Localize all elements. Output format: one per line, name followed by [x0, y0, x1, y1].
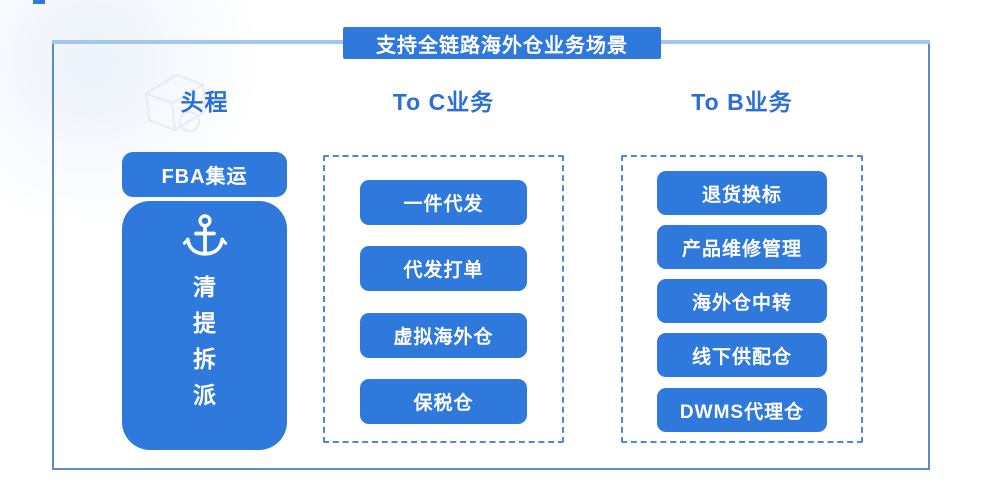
decorative-blue-sliver — [33, 0, 45, 4]
to-b-item-pill: 退货换标 — [657, 171, 827, 215]
diagram-title-banner: 支持全链路海外仓业务场景 — [343, 27, 661, 59]
step-label: 提 — [193, 310, 216, 336]
step-label: 拆 — [193, 346, 216, 372]
fba-consolidation-pill: FBA集运 — [122, 152, 287, 197]
column-header-to-c: To C业务 — [392, 89, 495, 115]
step-label: 派 — [193, 382, 216, 408]
to-b-item-pill: 产品维修管理 — [657, 225, 827, 269]
to-c-group-box — [323, 155, 564, 443]
first-leg-process-box: 清 提 拆 派 — [122, 201, 287, 450]
to-c-item-pill: 代发打单 — [360, 246, 527, 291]
to-c-item-pill: 保税仓 — [360, 379, 527, 424]
to-b-item-pill: 海外仓中转 — [657, 279, 827, 323]
diagram-title: 支持全链路海外仓业务场景 — [376, 34, 628, 57]
to-c-item-pill: 虚拟海外仓 — [360, 313, 527, 358]
anchor-icon — [182, 214, 227, 256]
to-b-group-box — [621, 155, 863, 443]
to-b-item-pill: 线下供配仓 — [657, 333, 827, 377]
first-leg-steps: 清 提 拆 派 — [193, 276, 216, 407]
to-c-item-pill: 一件代发 — [360, 180, 527, 225]
column-header-first-leg: 头程 — [180, 89, 229, 115]
fba-consolidation-label: FBA集运 — [161, 166, 248, 188]
column-header-to-b: To B业务 — [691, 89, 793, 115]
to-b-item-pill: DWMS代理仓 — [657, 388, 827, 432]
step-label: 清 — [193, 274, 216, 300]
